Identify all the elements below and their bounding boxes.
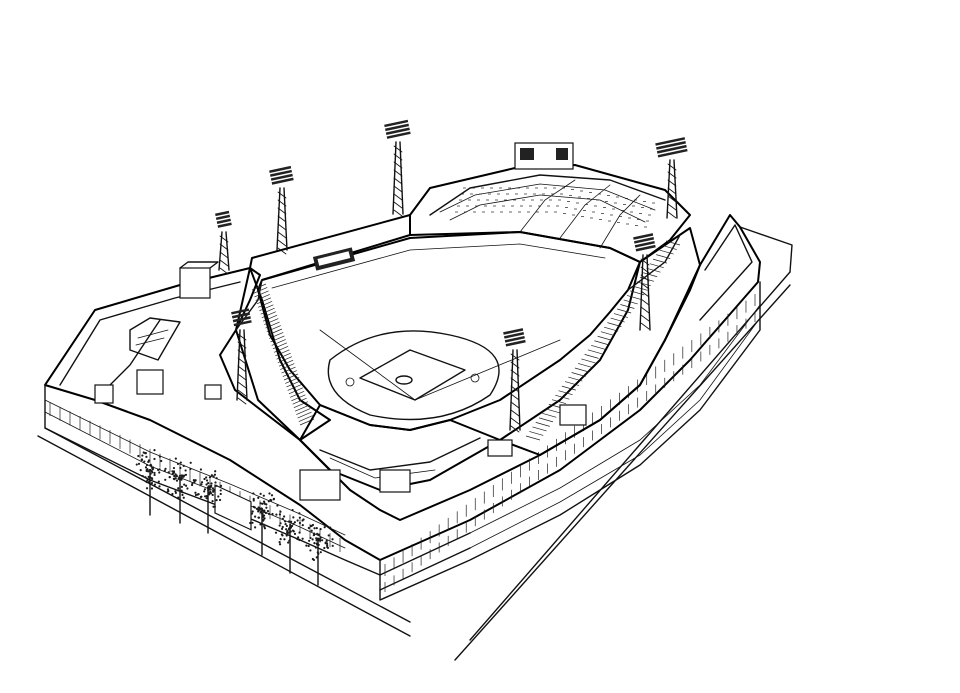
tree [164, 458, 196, 523]
roof-box [560, 405, 586, 425]
pitchers-mound [396, 376, 412, 384]
light-bank [269, 166, 294, 185]
tree [302, 524, 334, 585]
roof-hut [137, 370, 163, 394]
dugout-structure [488, 440, 512, 456]
tree [249, 492, 278, 555]
light-tower [655, 137, 687, 218]
entrance-block [300, 470, 340, 500]
tree [136, 449, 167, 515]
light-tower [633, 233, 656, 330]
infield-dirt [328, 331, 499, 420]
light-bank [655, 137, 687, 157]
grandstand-right [500, 228, 700, 455]
light-tower [503, 328, 526, 432]
light-bank [633, 233, 656, 251]
left-field-wall [250, 215, 410, 280]
light-bank [215, 211, 232, 228]
light-tower [215, 211, 232, 274]
infield-diamond [360, 350, 465, 400]
light-bank [384, 120, 410, 139]
roof-hut-small [95, 385, 113, 403]
light-bank [503, 328, 526, 346]
press-box [380, 470, 410, 492]
light-tower [269, 166, 294, 254]
light-tower [384, 120, 410, 216]
storefront [215, 485, 251, 530]
right-facade [380, 282, 760, 600]
street-edges [38, 227, 792, 660]
grandstand-left [236, 268, 330, 440]
roof-tower [180, 268, 210, 298]
roof-hut-mid [205, 385, 221, 399]
